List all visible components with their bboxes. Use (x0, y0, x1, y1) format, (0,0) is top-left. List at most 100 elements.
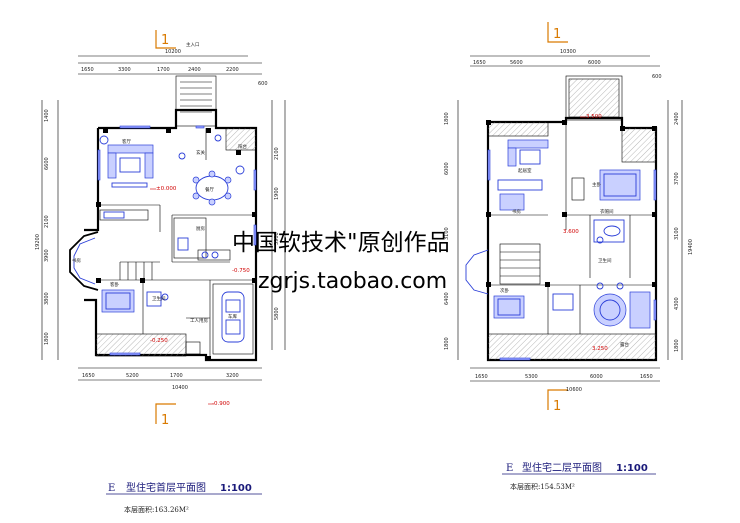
svg-text:客厅: 客厅 (122, 138, 131, 145)
axis-marker-bottom-right: 1 (547, 389, 568, 414)
svg-text:E: E (506, 463, 513, 474)
ground-floor-title: E 型住宅首层平面图 1:100 本层面积:163.26M² (106, 481, 262, 514)
svg-text:主卧: 主卧 (592, 181, 601, 188)
living-room-sofa (99, 135, 154, 188)
svg-text:2200: 2200 (226, 67, 239, 73)
svg-text:书房: 书房 (512, 208, 521, 215)
dimension-top-right: 10300 1650 5600 6000 600 (470, 49, 662, 80)
svg-text:玄关: 玄关 (196, 149, 205, 156)
svg-text:6000: 6000 (444, 162, 450, 175)
svg-text:6400: 6400 (444, 292, 450, 305)
svg-text:3100: 3100 (444, 227, 450, 240)
dimension-bottom: 1650 5200 1700 3200 10400 (78, 367, 262, 391)
dimension-right-right: 2400 3700 3100 4300 1800 19400 (667, 100, 694, 360)
dimension-left-right: 1800 6000 3100 6400 1800 (444, 100, 459, 360)
svg-text:3200: 3200 (226, 373, 239, 379)
axis-marker-top-right: 1 (547, 22, 568, 43)
svg-text:2100: 2100 (44, 215, 50, 228)
svg-text:1400: 1400 (44, 109, 50, 122)
svg-text:10600: 10600 (566, 387, 582, 393)
svg-text:本层面积:163.26M²: 本层面积:163.26M² (124, 505, 189, 514)
svg-text:衣帽间: 衣帽间 (600, 208, 614, 215)
svg-text:3.500: 3.500 (586, 114, 602, 120)
svg-text:3100: 3100 (674, 227, 680, 240)
svg-text:-0.900: -0.900 (212, 401, 230, 407)
svg-text:1:100: 1:100 (616, 463, 648, 474)
svg-text:主入口: 主入口 (186, 41, 200, 48)
svg-text:±0.000: ±0.000 (156, 186, 177, 192)
svg-text:型住宅二层平面图: 型住宅二层平面图 (522, 461, 602, 474)
svg-text:1900: 1900 (274, 187, 280, 200)
svg-text:1: 1 (553, 27, 561, 42)
svg-text:中国软技术"原创作品: 中国软技术"原创作品 (232, 230, 450, 256)
svg-text:3300: 3300 (118, 67, 131, 73)
svg-text:10400: 10400 (172, 385, 188, 391)
svg-text:3.600: 3.600 (563, 229, 579, 235)
svg-text:3700: 3700 (674, 172, 680, 185)
svg-text:5200: 5200 (126, 373, 139, 379)
watermark: 中国软技术"原创作品 zgrjs.taobao.com (232, 230, 450, 294)
svg-text:1: 1 (161, 413, 169, 428)
svg-text:600: 600 (258, 81, 268, 87)
svg-text:1800: 1800 (444, 112, 450, 125)
dining-table (192, 165, 245, 206)
dimension-bottom-right: 1650 5300 6000 1650 10600 (470, 367, 660, 393)
svg-text:4300: 4300 (674, 297, 680, 310)
svg-text:3900: 3900 (274, 232, 280, 245)
svg-text:6000: 6000 (588, 60, 601, 66)
svg-text:1800: 1800 (44, 332, 50, 345)
svg-text:书房: 书房 (72, 257, 81, 264)
svg-text:5800: 5800 (274, 307, 280, 320)
svg-text:客卧: 客卧 (110, 281, 119, 288)
svg-text:次卧: 次卧 (500, 287, 509, 294)
dimension-right: 2100 1900 3900 5800 (271, 100, 286, 350)
svg-text:1: 1 (553, 399, 561, 414)
svg-text:5300: 5300 (525, 374, 538, 380)
svg-text:10300: 10300 (560, 49, 576, 55)
svg-text:1650: 1650 (640, 374, 653, 380)
svg-text:1700: 1700 (170, 373, 183, 379)
svg-text:3900: 3900 (44, 249, 50, 262)
svg-text:2400: 2400 (674, 112, 680, 125)
svg-text:1: 1 (161, 33, 169, 48)
svg-text:车库: 车库 (228, 313, 237, 320)
dimension-left: 1400 6600 2100 3900 3800 1800 19200 (35, 100, 59, 360)
svg-text:19200: 19200 (35, 234, 41, 250)
svg-text:-0.250: -0.250 (150, 338, 168, 344)
svg-text:餐厅: 餐厅 (205, 186, 214, 193)
svg-text:1800: 1800 (444, 337, 450, 350)
svg-text:3.250: 3.250 (592, 346, 608, 352)
svg-text:1650: 1650 (81, 67, 94, 73)
svg-text:卫生间: 卫生间 (598, 257, 612, 264)
svg-text:1650: 1650 (82, 373, 95, 379)
svg-text:10200: 10200 (165, 49, 181, 55)
svg-text:2400: 2400 (188, 67, 201, 73)
svg-text:-0.750: -0.750 (232, 268, 250, 274)
ground-floor-plan: 1 1 10200 1650 3300 1700 2400 2200 600 主… (35, 30, 286, 514)
svg-text:1650: 1650 (473, 60, 486, 66)
axis-marker-top-left: 1 (155, 30, 176, 49)
axis-marker-bottom-left: 1 (155, 403, 176, 428)
second-floor-title: E 型住宅二层平面图 1:100 本层面积:154.53M² (502, 461, 656, 491)
svg-text:型住宅首层平面图: 型住宅首层平面图 (126, 481, 206, 494)
svg-text:工人用房: 工人用房 (190, 317, 208, 324)
svg-text:卫生间: 卫生间 (152, 295, 166, 302)
svg-text:zgrjs.taobao.com: zgrjs.taobao.com (258, 269, 447, 294)
svg-text:露台: 露台 (620, 341, 629, 348)
svg-text:3800: 3800 (44, 292, 50, 305)
svg-text:1:100: 1:100 (220, 483, 252, 494)
svg-text:起居室: 起居室 (518, 167, 532, 174)
svg-text:600: 600 (652, 74, 662, 80)
svg-text:E: E (108, 483, 115, 494)
svg-text:2100: 2100 (274, 147, 280, 160)
svg-text:1700: 1700 (157, 67, 170, 73)
svg-text:19400: 19400 (688, 239, 694, 255)
svg-text:6600: 6600 (44, 157, 50, 170)
svg-text:1650: 1650 (475, 374, 488, 380)
svg-text:本层面积:154.53M²: 本层面积:154.53M² (510, 482, 575, 491)
svg-text:厨房: 厨房 (196, 225, 205, 232)
dimension-top: 10200 1650 3300 1700 2400 2200 600 主入口 (78, 41, 268, 87)
svg-text:阳台: 阳台 (238, 143, 247, 150)
svg-text:1800: 1800 (674, 339, 680, 352)
